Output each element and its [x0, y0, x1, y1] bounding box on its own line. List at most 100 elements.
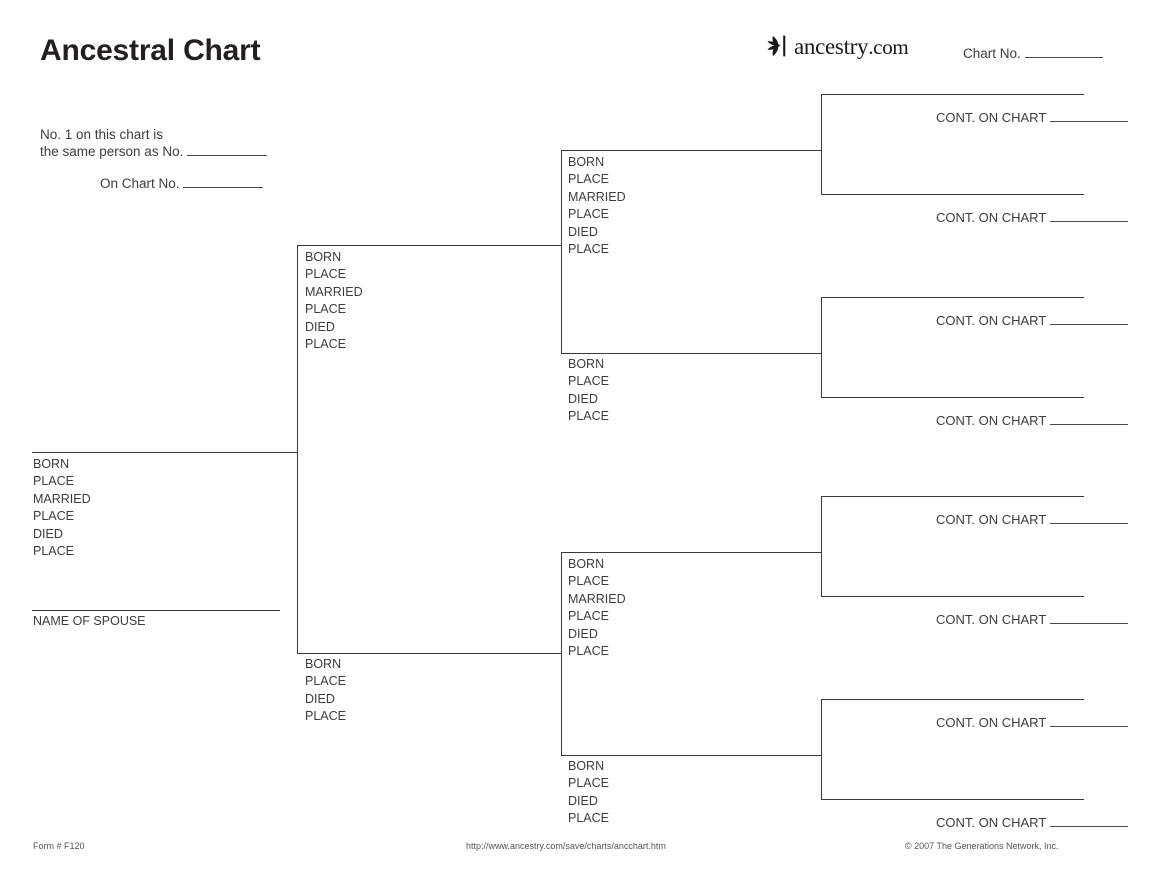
gen3-mgf-fields: BORN PLACE MARRIED PLACE DIED PLACE — [568, 556, 626, 660]
person1-name-line[interactable] — [32, 452, 297, 453]
gen4-bracket-d-stub — [807, 755, 822, 756]
gen4-name-line-6[interactable] — [821, 596, 1084, 597]
cont-on-chart-8[interactable]: CONT. ON CHART — [936, 815, 1128, 830]
gen3-mgf-name-line[interactable] — [561, 552, 821, 553]
field-place: PLACE — [33, 543, 74, 558]
note-line-1: No. 1 on this chart is — [40, 127, 164, 142]
gen4-name-line-7[interactable] — [821, 699, 1084, 700]
gen2-father-fields: BORN PLACE MARRIED PLACE DIED PLACE — [305, 249, 363, 353]
chart-no-label: Chart No. — [963, 46, 1021, 62]
gen3-pgf-name-line[interactable] — [561, 150, 821, 151]
on-chart-no-blank[interactable] — [183, 176, 264, 188]
field-place: PLACE — [305, 709, 346, 724]
brand-wordmark: ancestry.com — [792, 33, 909, 59]
chart-no-blank[interactable] — [1024, 46, 1103, 59]
gen4-name-line-4[interactable] — [821, 397, 1084, 398]
cont-blank[interactable] — [1049, 815, 1128, 827]
field-died: DIED — [305, 319, 335, 334]
cont-blank[interactable] — [1049, 715, 1128, 727]
chart-no-field[interactable]: Chart No. — [963, 46, 1103, 61]
field-place: PLACE — [568, 574, 609, 589]
field-place: PLACE — [568, 374, 609, 389]
cont-label: CONT. ON CHART — [936, 413, 1047, 428]
cont-label: CONT. ON CHART — [936, 815, 1047, 830]
gen4-bracket-a-spine — [821, 94, 822, 194]
gen3-pgf-fields: BORN PLACE MARRIED PLACE DIED PLACE — [568, 154, 626, 258]
footer-form-number: Form # F120 — [33, 841, 85, 851]
gen4-bracket-c-stub — [807, 552, 822, 553]
cont-blank[interactable] — [1049, 210, 1128, 222]
field-born: BORN — [33, 457, 70, 471]
same-person-note: No. 1 on this chart is the same person a… — [40, 126, 268, 192]
page-title: Ancestral Chart — [40, 34, 261, 67]
field-died: DIED — [305, 691, 335, 706]
gen2-mother-name-line[interactable] — [297, 653, 561, 654]
field-place: PLACE — [33, 509, 74, 524]
gen4-bracket-c-spine — [821, 496, 822, 596]
gen2-father-name-line[interactable] — [297, 245, 561, 246]
gen3-pgm-fields: BORN PLACE DIED PLACE — [568, 356, 609, 426]
gen4-name-line-2[interactable] — [821, 194, 1084, 195]
cont-on-chart-1[interactable]: CONT. ON CHART — [936, 110, 1128, 125]
gen3-paternal-connector-stub — [547, 245, 562, 246]
cont-on-chart-3[interactable]: CONT. ON CHART — [936, 313, 1128, 328]
gen3-maternal-connector-stub — [547, 653, 562, 654]
note-line-2: the same person as No. — [40, 144, 184, 159]
cont-on-chart-2[interactable]: CONT. ON CHART — [936, 210, 1128, 225]
field-place: PLACE — [568, 811, 609, 826]
field-died: DIED — [568, 626, 598, 641]
field-place: PLACE — [305, 267, 346, 282]
gen4-bracket-d-spine — [821, 699, 822, 799]
gen4-bracket-a-stub — [807, 150, 822, 151]
gen4-name-line-8[interactable] — [821, 799, 1084, 800]
cont-on-chart-7[interactable]: CONT. ON CHART — [936, 715, 1128, 730]
field-born: BORN — [568, 155, 605, 169]
cont-label: CONT. ON CHART — [936, 612, 1047, 627]
person1-spouse-label: NAME OF SPOUSE — [33, 614, 146, 628]
gen3-mgm-fields: BORN PLACE DIED PLACE — [568, 758, 609, 828]
footer-copyright: © 2007 The Generations Network, Inc. — [905, 841, 1059, 851]
field-place: PLACE — [305, 336, 346, 351]
gen3-paternal-bracket-spine — [561, 150, 562, 353]
footer-url[interactable]: http://www.ancestry.com/save/charts/ancc… — [466, 841, 666, 851]
gen3-pgm-name-line[interactable] — [561, 353, 821, 354]
gen4-name-line-5[interactable] — [821, 496, 1084, 497]
cont-blank[interactable] — [1049, 110, 1128, 122]
cont-label: CONT. ON CHART — [936, 210, 1047, 225]
cont-label: CONT. ON CHART — [936, 715, 1047, 730]
field-place: PLACE — [33, 474, 74, 489]
field-place: PLACE — [305, 674, 346, 689]
field-place: PLACE — [568, 776, 609, 791]
field-died: DIED — [568, 224, 598, 239]
gen4-bracket-b-stub — [807, 353, 822, 354]
field-place: PLACE — [568, 172, 609, 187]
field-place: PLACE — [568, 409, 609, 424]
field-place: PLACE — [305, 302, 346, 317]
note-line-3: On Chart No. — [100, 176, 180, 191]
cont-on-chart-4[interactable]: CONT. ON CHART — [936, 413, 1128, 428]
field-born: BORN — [568, 759, 605, 773]
cont-blank[interactable] — [1049, 512, 1128, 524]
cont-blank[interactable] — [1049, 413, 1128, 425]
cont-label: CONT. ON CHART — [936, 313, 1047, 328]
cont-on-chart-5[interactable]: CONT. ON CHART — [936, 512, 1128, 527]
gen2-connector-stub — [283, 452, 298, 453]
field-born: BORN — [305, 250, 342, 264]
gen2-mother-fields: BORN PLACE DIED PLACE — [305, 656, 346, 726]
field-place: PLACE — [568, 207, 609, 222]
brand-name: ancestry — [794, 33, 869, 59]
gen4-name-line-3[interactable] — [821, 297, 1084, 298]
field-married: MARRIED — [305, 284, 363, 299]
field-born: BORN — [568, 557, 605, 571]
field-born: BORN — [305, 657, 342, 671]
person1-spouse-line[interactable] — [32, 610, 280, 611]
cont-blank[interactable] — [1049, 612, 1128, 624]
cont-on-chart-6[interactable]: CONT. ON CHART — [936, 612, 1128, 627]
field-married: MARRIED — [568, 189, 626, 204]
gen4-bracket-b-spine — [821, 297, 822, 397]
cont-blank[interactable] — [1049, 313, 1128, 325]
gen4-name-line-1[interactable] — [821, 94, 1084, 95]
same-person-no-blank[interactable] — [187, 144, 268, 156]
gen3-mgm-name-line[interactable] — [561, 755, 821, 756]
